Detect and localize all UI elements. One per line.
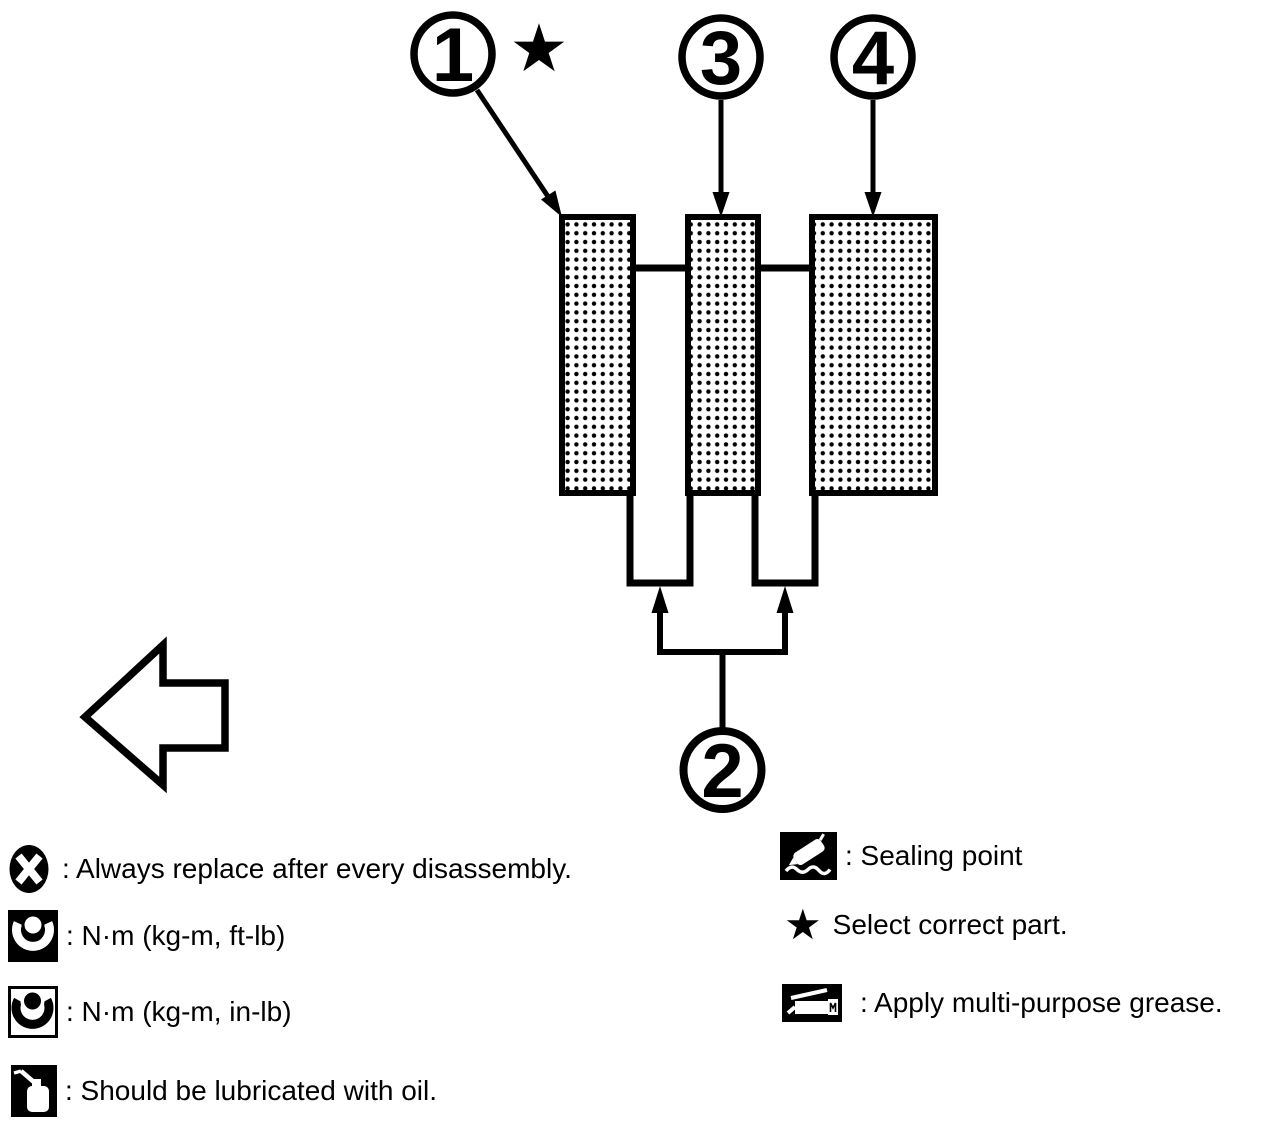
oil-can-icon [11,1065,57,1117]
callout-2-number: 2 [701,729,743,814]
plain-plate-left [626,264,694,587]
torque-wrench-ft-lb-icon [8,910,58,962]
legend-item-select-correct-part: ★ Select correct part. [784,904,1068,946]
callout-4-circle [830,14,916,100]
dotted-plate-1 [559,214,636,496]
legend-item-multi-purpose-grease: : Apply multi-purpose grease. [782,984,1223,1022]
parts-diagram: 1 ★ 3 4 2 [79,10,938,814]
dotted-plate-3 [809,214,938,496]
legend-text-lubricate-oil: : Should be lubricated with oil. [65,1074,437,1106]
callout-1-circle [410,11,496,97]
legend-item-sealing-point: : Sealing point [780,832,1022,880]
callout-3-circle [678,14,764,100]
callout-2-arrowhead-left [651,586,669,613]
sealing-point-icon [780,832,837,880]
torque-wrench-in-lb-icon [8,986,58,1038]
callout-3-number: 3 [700,16,742,101]
always-replace-icon [9,845,49,893]
legend-item-always-replace: : Always replace after every disassembly… [8,845,572,893]
callout-4-arrowhead [864,192,882,217]
direction-arrow-left [79,636,229,794]
legend-item-lubricate-oil: : Should be lubricated with oil. [11,1065,437,1117]
callout-1-arrowhead [541,190,562,217]
callout-4-number: 4 [852,16,894,101]
legend-text-torque-ft-lb: : N·m (kg-m, ft-lb) [66,919,286,951]
legend-text-select-correct-part: Select correct part. [832,908,1068,940]
callout-1-leader-line [474,88,554,203]
grease-gun-icon [782,984,842,1022]
legend-text-torque-in-lb: : N·m (kg-m, in-lb) [66,995,292,1027]
callout-2-bracket [657,610,788,655]
legend-item-torque-ft-lb: : N·m (kg-m, ft-lb) [8,910,285,962]
callout-2-circle [679,727,766,813]
select-part-star-marker: ★ [509,10,568,87]
select-part-star-icon: ★ [784,900,822,949]
legend-text-multi-purpose-grease: : Apply multi-purpose grease. [860,986,1223,1018]
legend-text-always-replace: : Always replace after every disassembly… [62,852,572,884]
legend-item-torque-in-lb: : N·m (kg-m, in-lb) [8,986,292,1038]
callout-2-arrowhead-right [776,586,794,613]
dotted-plate-2 [685,214,761,496]
plain-plate-right [751,264,819,587]
legend-text-sealing-point: : Sealing point [845,839,1023,871]
callout-3-arrowhead [712,192,730,217]
callout-1-number: 1 [432,13,474,98]
